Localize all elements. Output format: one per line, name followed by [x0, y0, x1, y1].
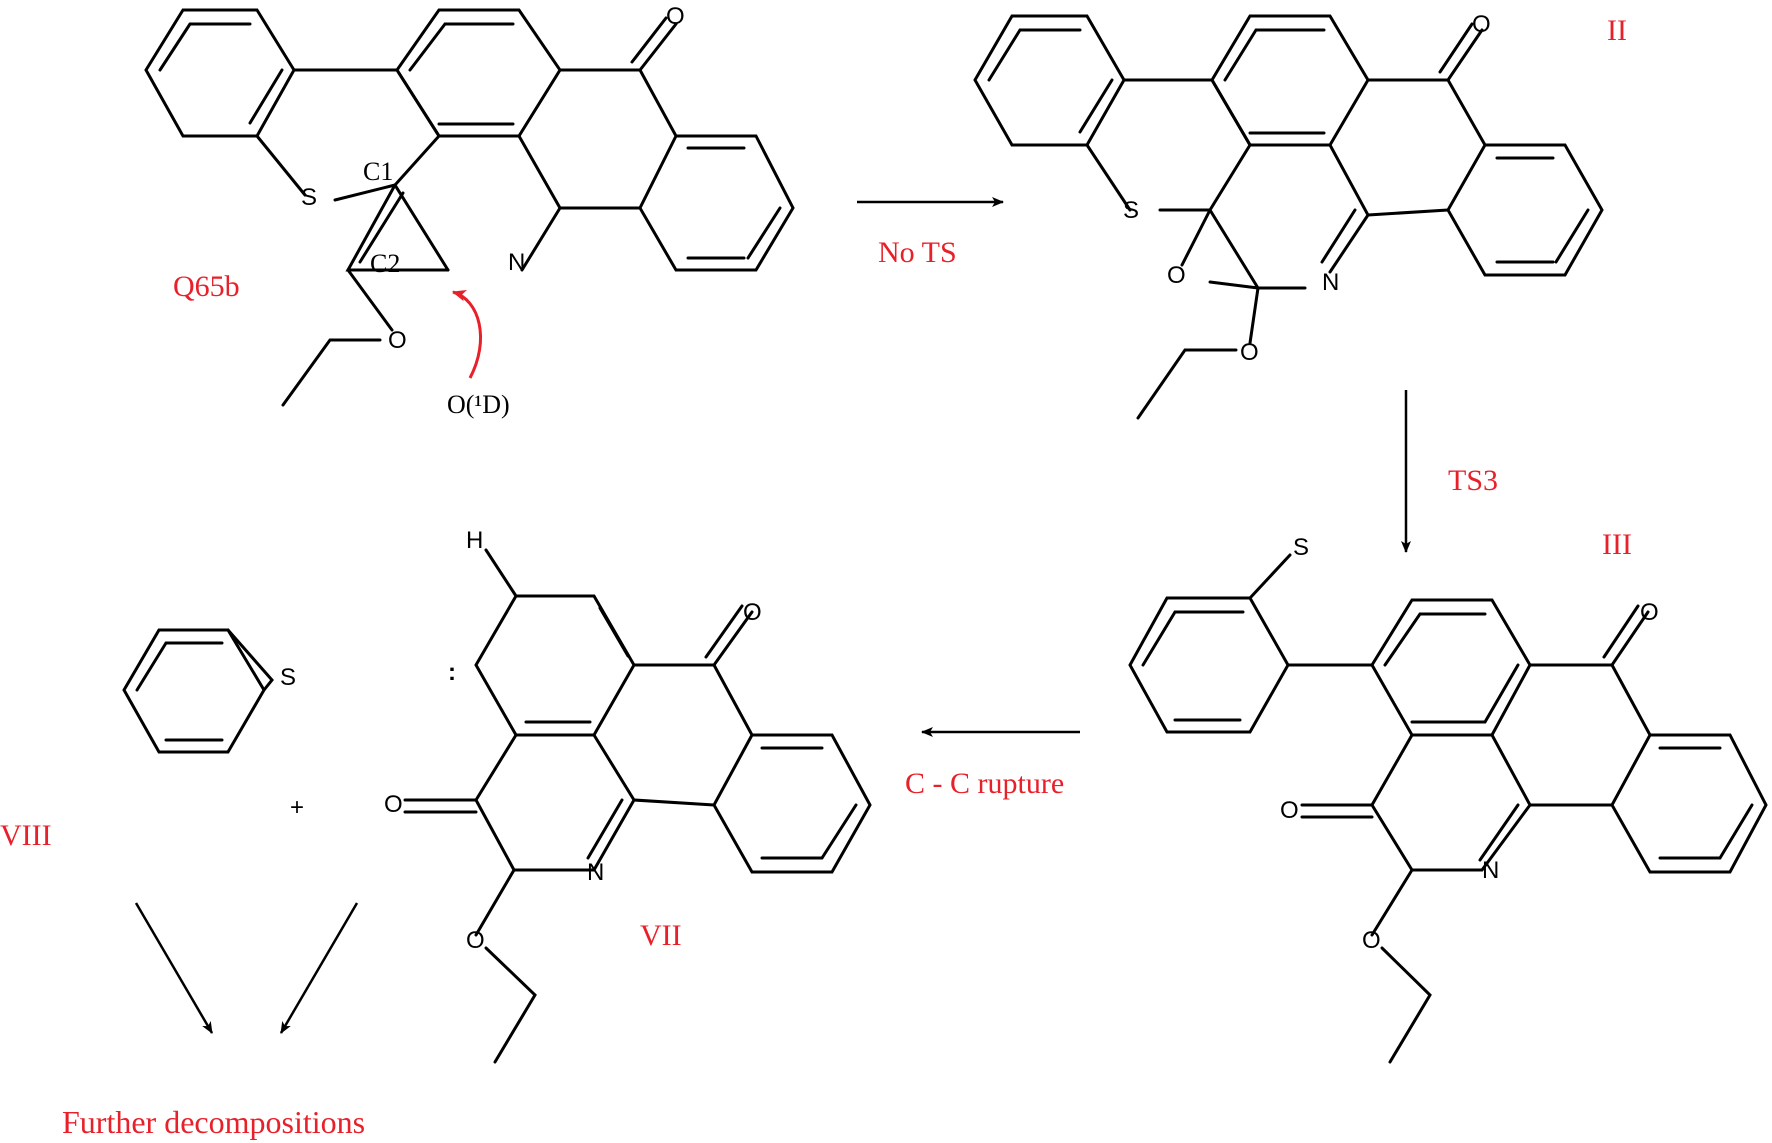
structure-viii [122, 628, 274, 754]
vii-ether-oxygen: O [466, 927, 485, 954]
iii-name: III [1602, 528, 1632, 561]
ii-ether-oxygen: O [1240, 339, 1259, 366]
vii-name: VII [640, 919, 682, 952]
structure-iii [1128, 553, 1768, 1064]
further-decompositions-label: Further decompositions [62, 1104, 365, 1140]
q65b-ketone-oxygen: O [666, 3, 685, 30]
vii-nitrogen: N [587, 859, 604, 886]
q65b-sulfur: S [301, 184, 317, 211]
arrow-label-no-ts: No TS [878, 236, 957, 269]
iii-ketone-oxygen: O [1640, 599, 1659, 626]
iii-sulfur: S [1293, 534, 1309, 561]
q65b-name: Q65b [173, 270, 240, 303]
ii-name: II [1607, 14, 1627, 47]
arrow-label-ts3: TS3 [1448, 464, 1498, 497]
plus-sign: + [290, 794, 304, 821]
vii-carbene-dots: : [448, 659, 456, 686]
structure-vii [403, 548, 872, 1064]
iii-nitrogen: N [1482, 857, 1499, 884]
arrow-viii-to-decomposition [134, 902, 214, 1034]
ii-nitrogen: N [1322, 269, 1339, 296]
vii-hydrogen: H [466, 527, 483, 554]
arrow-label-cc-rupture: C - C rupture [905, 767, 1064, 800]
viii-sulfur: S [280, 664, 296, 691]
ii-ketone-oxygen: O [1472, 11, 1491, 38]
iii-carbonyl-oxygen: O [1280, 797, 1299, 824]
q65b-ether-oxygen: O [388, 327, 407, 354]
vii-ketone-oxygen: O [743, 599, 762, 626]
q65b-nitrogen: N [508, 249, 525, 276]
ii-epoxide-oxygen: O [1167, 262, 1186, 289]
oxygen-attack-arrow [451, 290, 483, 379]
q65b-c2-label: C2 [370, 249, 400, 278]
q65b-c1-label: C1 [363, 157, 393, 186]
arrow-vii-to-decomposition [279, 902, 359, 1034]
structure-ii [973, 14, 1604, 420]
viii-name: VIII [0, 819, 52, 852]
iii-ether-oxygen: O [1362, 927, 1381, 954]
vii-carbonyl-oxygen: O [384, 791, 403, 818]
ii-sulfur: S [1123, 197, 1139, 224]
structure-q65b [144, 8, 795, 407]
q65b-attacking-oxygen: O(¹D) [447, 390, 510, 419]
